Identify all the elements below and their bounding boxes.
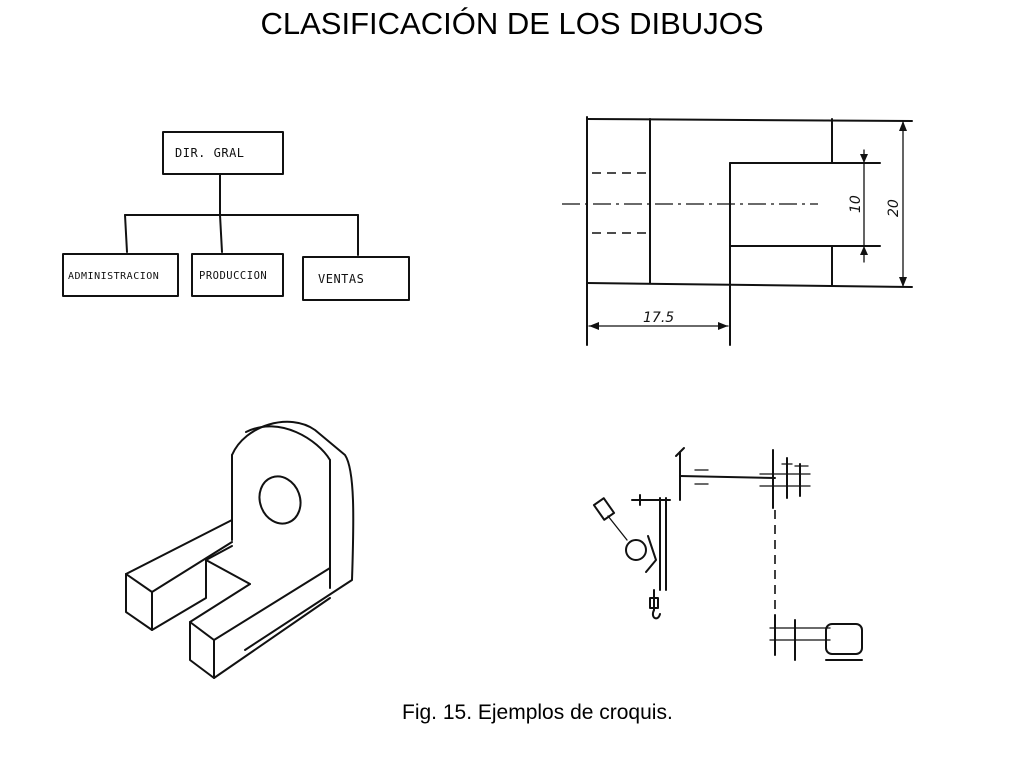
org-label-administracion: ADMINISTRACION [68,271,159,282]
org-box-root [162,131,284,175]
technical-drawing: 10 20 17.5 [562,116,913,346]
org-label-root: DIR. GRAL [175,146,245,160]
org-box-administracion [62,253,179,297]
page-title: CLASIFICACIÓN DE LOS DIBUJOS [260,6,764,41]
dimension-20: 20 [886,199,902,217]
mechanism-sketch [592,447,863,661]
dimension-10: 10 [848,195,864,213]
org-box-ventas [302,256,410,301]
org-box-produccion [191,253,284,297]
org-label-ventas: VENTAS [318,272,364,286]
isometric-part-sketch [125,420,355,679]
figure-caption: Fig. 15. Ejemplos de croquis. [402,701,673,724]
org-label-produccion: PRODUCCION [199,270,267,282]
org-chart: DIR. GRAL ADMINISTRACION PRODUCCION VENT… [62,131,410,301]
dimension-17-5: 17.5 [643,310,674,326]
